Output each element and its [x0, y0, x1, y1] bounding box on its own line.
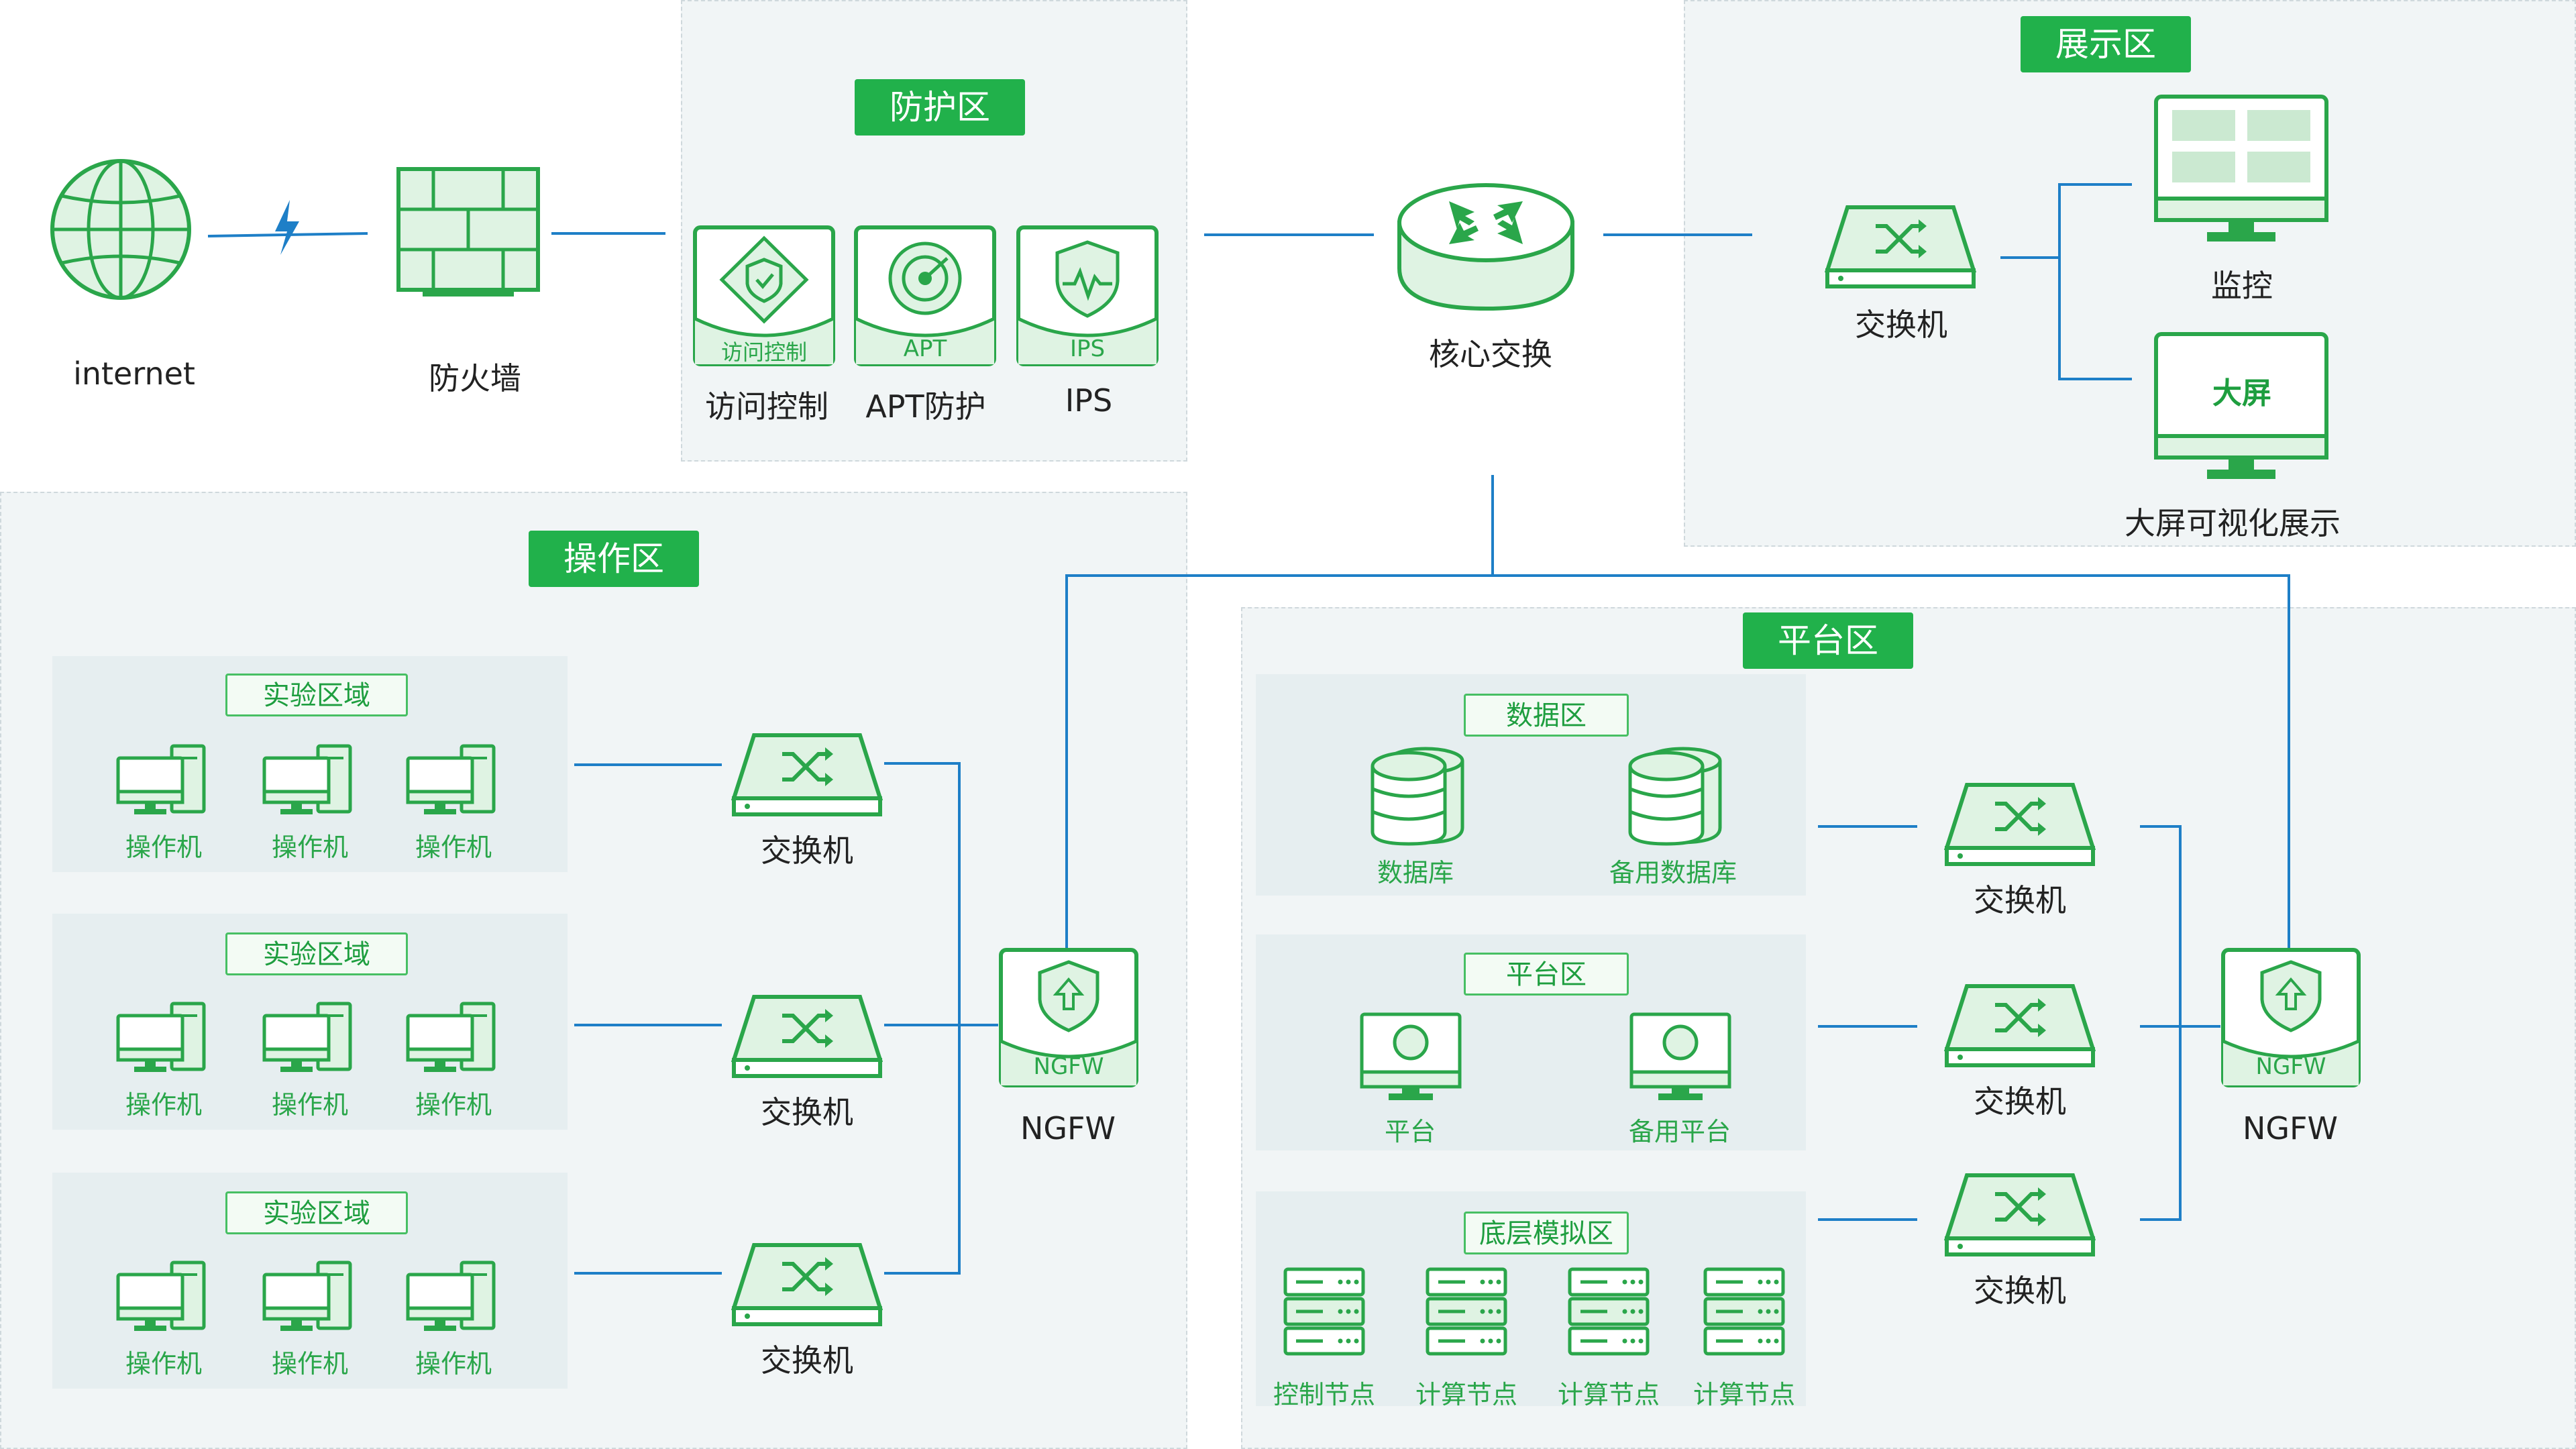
compute-node-label-1: 计算节点 — [1415, 1380, 1518, 1409]
operate-zone-title: 操作区 — [529, 531, 699, 587]
core-router-icon — [1397, 183, 1574, 311]
lab-title-2: 实验区域 — [225, 932, 408, 975]
workstation-icon — [262, 743, 353, 820]
platform-switch-1-label: 交换机 — [1974, 882, 2066, 918]
workstation-label: 操作机 — [415, 1349, 492, 1379]
display-zone-title: 展示区 — [2021, 16, 2191, 72]
ngfw-operate-icon — [999, 948, 1138, 1087]
ips-label: IPS — [1065, 382, 1113, 419]
workstation-icon — [115, 743, 207, 820]
workstation-icon — [115, 1260, 207, 1336]
ngfw-platform-icon — [2221, 948, 2361, 1087]
control-server-icon — [1283, 1267, 1366, 1363]
plat-area-title: 平台区 — [1464, 953, 1629, 996]
backup-database-label: 备用数据库 — [1609, 858, 1737, 888]
firewall-icon — [396, 167, 540, 297]
ips-icon-text: IPS — [1069, 335, 1106, 362]
workstation-icon — [262, 1001, 353, 1077]
platform-switch-1-icon — [1943, 782, 2096, 869]
operate-switch-3-icon — [731, 1242, 883, 1330]
operate-switch-2-label: 交换机 — [761, 1094, 853, 1130]
protect-zone-title: 防护区 — [855, 79, 1025, 136]
compute-node-label-3: 计算节点 — [1693, 1380, 1796, 1409]
firewall-label: 防火墙 — [429, 360, 521, 396]
ngfw-platform-icon-text: NGFW — [2255, 1053, 2326, 1080]
platform-zone-title: 平台区 — [1743, 612, 1913, 669]
backup-database-icon — [1628, 747, 1722, 846]
platform-switch-2-icon — [1943, 983, 2096, 1071]
workstation-label: 操作机 — [415, 833, 492, 862]
access-control-label: 访问控制 — [705, 388, 828, 425]
database-icon — [1371, 747, 1464, 846]
apt-label: APT防护 — [865, 388, 986, 425]
workstation-label: 操作机 — [125, 833, 203, 862]
platform-switch-3-icon — [1943, 1173, 2096, 1260]
workstation-label: 操作机 — [415, 1090, 492, 1120]
display-switch-label: 交换机 — [1855, 307, 1947, 343]
operate-switch-2-icon — [731, 994, 883, 1081]
platform-switch-3-label: 交换机 — [1974, 1273, 2066, 1309]
workstation-icon — [262, 1260, 353, 1336]
compute-server-icon — [1567, 1267, 1650, 1363]
backup-platform-label: 备用平台 — [1628, 1117, 1731, 1146]
compute-server-icon — [1425, 1267, 1508, 1363]
workstation-icon — [405, 743, 496, 820]
workstation-icon — [405, 1001, 496, 1077]
lab-title-3: 实验区域 — [225, 1191, 408, 1234]
workstation-label: 操作机 — [271, 1349, 349, 1379]
workstation-label: 操作机 — [125, 1349, 203, 1379]
ips-device-icon — [1016, 225, 1159, 366]
monitor-label: 监控 — [2211, 268, 2273, 304]
bigscreen-label: 大屏可视化展示 — [2125, 505, 2341, 541]
platform-label: 平台 — [1384, 1117, 1436, 1146]
lightning-icon — [275, 200, 299, 255]
internet-label: internet — [73, 356, 195, 392]
platform-monitor-icon — [1360, 1012, 1462, 1100]
ngfw-operate-icon-text: NGFW — [1033, 1053, 1104, 1080]
operate-switch-1-label: 交换机 — [761, 833, 853, 869]
core-switch-label: 核心交换 — [1429, 336, 1552, 372]
display-switch-icon — [1825, 205, 1976, 288]
backup-platform-monitor-icon — [1629, 1012, 1731, 1100]
bigscreen-icon-text: 大屏 — [2212, 376, 2271, 411]
ctrl-node-label: 控制节点 — [1273, 1380, 1376, 1409]
apt-icon-text: APT — [903, 335, 947, 362]
compute-node-label-2: 计算节点 — [1557, 1380, 1660, 1409]
globe-icon — [50, 159, 191, 300]
workstation-label: 操作机 — [125, 1090, 203, 1120]
monitor-screen-icon — [2154, 95, 2328, 241]
platform-switch-2-label: 交换机 — [1974, 1083, 2066, 1120]
workstation-icon — [405, 1260, 496, 1336]
base-area-title: 底层模拟区 — [1464, 1212, 1629, 1254]
access-control-icon-text: 访问控制 — [720, 339, 808, 365]
workstation-icon — [115, 1001, 207, 1077]
data-area-title: 数据区 — [1464, 694, 1629, 737]
workstation-label: 操作机 — [271, 1090, 349, 1120]
apt-device-icon — [854, 225, 996, 366]
workstation-label: 操作机 — [271, 833, 349, 862]
database-label: 数据库 — [1377, 858, 1454, 888]
compute-server-icon — [1703, 1267, 1786, 1363]
access-control-device-icon — [693, 225, 835, 366]
lab-title-1: 实验区域 — [225, 674, 408, 716]
operate-switch-1-icon — [731, 733, 883, 820]
ngfw-platform-label: NGFW — [2243, 1110, 2338, 1146]
ngfw-operate-label: NGFW — [1020, 1110, 1116, 1146]
operate-switch-3-label: 交换机 — [761, 1342, 853, 1379]
bigscreen-icon — [2154, 332, 2328, 479]
